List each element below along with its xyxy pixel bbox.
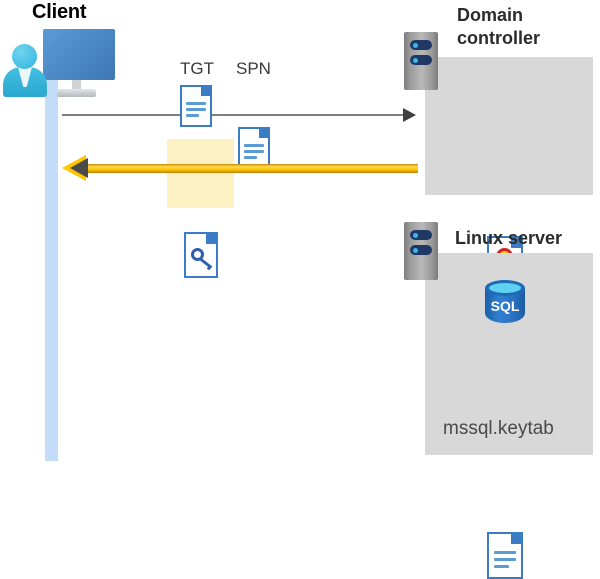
spn-label: SPN [236,59,271,78]
keytab-document-icon [487,532,523,579]
domain-controller-panel [425,57,593,195]
domain-controller-title: Domain controller [457,5,541,48]
tgt-document-icon [180,85,212,127]
keytab-filename-label: mssql.keytab [443,418,554,439]
spn-document-icon [238,127,270,169]
domain-controller-server-icon [404,32,438,90]
sql-database-label: SQL [490,298,520,314]
client-lifeline [45,60,58,461]
linux-server-title: Linux server [455,228,563,248]
response-arrow-head-inner-icon [70,158,88,178]
client-workstation-icon [0,0,130,110]
monitor-screen-icon [43,29,115,80]
response-highlight-box [167,139,234,208]
tgt-label: TGT [180,59,214,78]
key-document-icon [184,232,218,278]
monitor-neck-icon [72,80,81,91]
sql-database-icon: SQL [485,280,525,330]
linux-server-server-icon [404,222,438,280]
request-arrow-head-icon [403,108,416,122]
monitor-base-icon [57,89,96,97]
request-arrow-line [62,114,406,116]
response-arrow-line [75,164,418,173]
client-title: Client [32,1,87,23]
person-head-icon [12,44,37,69]
